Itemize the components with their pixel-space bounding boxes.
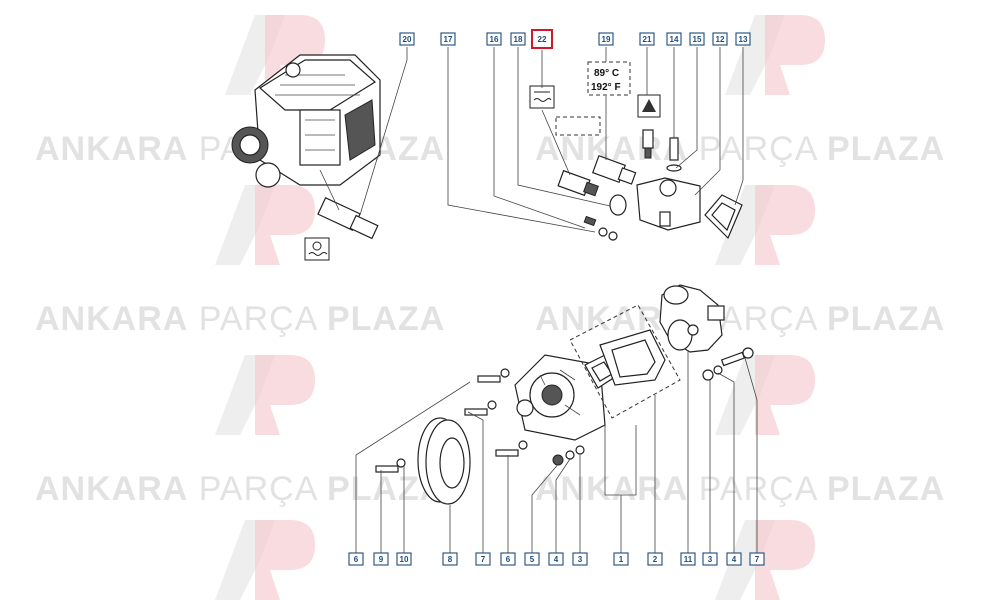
callout-7[interactable]: 7 [475,552,491,566]
bottom-leaders [355,350,758,553]
watermark-logo [215,355,315,435]
svg-text:13: 13 [739,35,748,44]
watermark-logo [715,355,815,435]
callout-7[interactable]: 7 [749,552,765,566]
callout-21[interactable]: 21 [639,32,655,46]
switch-dash-box [555,116,601,136]
callout-3[interactable]: 3 [702,552,718,566]
temp-celsius: 89° C [594,68,619,79]
top-leaders [359,47,744,233]
svg-text:10: 10 [400,555,409,564]
temperature-sensor-part [317,169,379,240]
svg-text:ANKARA PARÇA PLAZA: ANKARA PARÇA PLAZA [535,470,945,508]
watermark-word: ANKARA [35,300,188,338]
svg-text:5: 5 [530,555,535,564]
callouts-top: 20 17 16 18 22 19 21 14 15 12 13 [399,29,751,49]
watermark-word: PLAZA [827,130,945,168]
coolant-symbol-icon [304,237,330,261]
engine-block-illustration [231,54,381,188]
svg-text:17: 17 [444,35,453,44]
callout-16[interactable]: 16 [486,32,502,46]
callout-14[interactable]: 14 [666,32,682,46]
callout-18[interactable]: 18 [510,32,526,46]
watermark-logo [715,185,815,265]
svg-text:11: 11 [684,555,693,564]
svg-text:9: 9 [379,555,384,564]
callout-4[interactable]: 4 [726,552,742,566]
svg-text:ANKARA PARÇA PLAZA: ANKARA PARÇA PLAZA [535,300,945,338]
watermark-logo [215,520,315,600]
thermostat-housing-parts [557,129,743,241]
callout-19[interactable]: 19 [598,32,614,46]
svg-text:7: 7 [481,555,486,564]
watermark-word: PARÇA [699,470,818,508]
svg-text:3: 3 [708,555,713,564]
callout-1[interactable]: 1 [613,552,629,566]
callout-9[interactable]: 9 [373,552,389,566]
watermark-logo [715,520,815,600]
callouts-bottom: 6 9 10 8 7 6 5 4 3 1 2 1 [348,552,765,566]
water-pump-parts [375,284,754,505]
svg-text:3: 3 [578,555,583,564]
temperature-box: 89° C 192° F [587,61,631,96]
callout-22-highlighted[interactable]: 22 [531,29,553,49]
svg-text:21: 21 [643,35,652,44]
svg-text:7: 7 [755,555,760,564]
watermark-word: ANKARA [35,130,188,168]
svg-text:2: 2 [653,555,658,564]
svg-text:20: 20 [403,35,412,44]
svg-text:19: 19 [602,35,611,44]
callout-11[interactable]: 11 [680,552,696,566]
svg-text:15: 15 [693,35,702,44]
callout-15[interactable]: 15 [689,32,705,46]
watermark-word: PLAZA [327,300,445,338]
callout-8[interactable]: 8 [442,552,458,566]
watermark-logo [725,15,825,95]
callout-6[interactable]: 6 [348,552,364,566]
temp-fahrenheit: 192° F [591,82,621,93]
svg-text:14: 14 [670,35,679,44]
svg-text:12: 12 [716,35,725,44]
watermark-logos [215,15,825,600]
coolant-symbol-icon [529,85,555,109]
callout-2[interactable]: 2 [647,552,663,566]
svg-text:18: 18 [514,35,523,44]
svg-text:8: 8 [448,555,453,564]
svg-text:ANKARA PARÇA PLAZA: ANKARA PARÇA PLAZA [35,300,445,338]
watermark-word: PARÇA [199,300,318,338]
callout-3[interactable]: 3 [572,552,588,566]
watermark-word: PLAZA [827,470,945,508]
callout-4[interactable]: 4 [548,552,564,566]
svg-text:16: 16 [490,35,499,44]
watermark-word: ANKARA [535,470,688,508]
callout-5[interactable]: 5 [524,552,540,566]
callout-17[interactable]: 17 [440,32,456,46]
watermark-word: ANKARA [35,470,188,508]
svg-text:1: 1 [619,555,624,564]
callout-12[interactable]: 12 [712,32,728,46]
svg-text:6: 6 [506,555,511,564]
svg-text:ANKARA PARÇA PLAZA: ANKARA PARÇA PLAZA [35,470,445,508]
callout-6[interactable]: 6 [500,552,516,566]
svg-text:22: 22 [538,35,547,44]
callout-13[interactable]: 13 [735,32,751,46]
svg-text:6: 6 [354,555,359,564]
callout-20[interactable]: 20 [399,32,415,46]
callout-10[interactable]: 10 [396,552,412,566]
svg-text:4: 4 [554,555,559,564]
fan-symbol-icon [637,94,661,118]
watermark-word: PARÇA [699,130,818,168]
watermark-logo [215,185,315,265]
watermark-word: PLAZA [827,300,945,338]
watermark-text: ANKARA PARÇA PLAZA ANKARA PARÇA PLAZA AN… [35,130,945,508]
watermark-word: PARÇA [199,470,318,508]
svg-text:4: 4 [732,555,737,564]
